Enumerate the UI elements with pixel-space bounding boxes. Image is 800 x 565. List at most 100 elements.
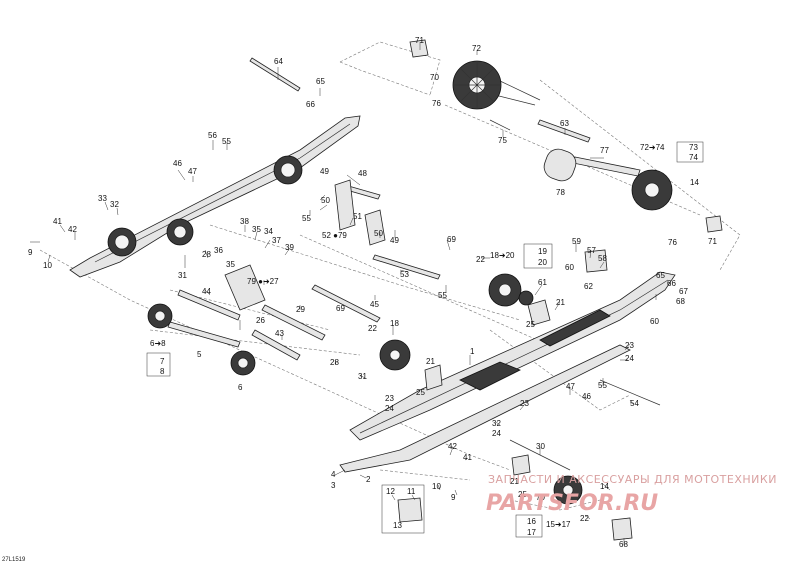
bracket-62: [527, 299, 551, 326]
bracket-21: [424, 364, 443, 391]
label-9-lower: 9: [451, 493, 456, 502]
label-42-lower: 42: [448, 442, 457, 451]
label-38: 38: [240, 217, 249, 226]
label-9-top: 9: [28, 248, 33, 257]
label-61: 61: [538, 278, 547, 287]
label-34: 34: [264, 227, 273, 236]
label-46-top: 46: [173, 159, 182, 168]
shafts: [167, 57, 661, 471]
label-67: 67: [679, 287, 688, 296]
label-75: 75: [498, 136, 507, 145]
label-11: 11: [407, 487, 416, 496]
block-71-right: [705, 215, 723, 233]
shaft-53: [372, 254, 441, 280]
label-25-right: 25: [526, 320, 535, 329]
label-7: 7: [160, 357, 165, 366]
label-1: 1: [470, 347, 475, 356]
label-22-right: 22: [476, 255, 485, 264]
label-68-right: 68: [676, 297, 685, 306]
label-49-right: 49: [390, 236, 399, 245]
label-35-top: 35: [252, 225, 261, 234]
label-76-right: 76: [668, 238, 677, 247]
label-70-top: 70: [430, 73, 439, 82]
label-71-right: 71: [708, 237, 717, 246]
wheels: [147, 60, 673, 505]
label-70-lower: 70: [536, 493, 545, 502]
bracket-51-left: [334, 179, 356, 231]
callout-18-20: 18➜20: [490, 251, 515, 260]
main-slide-rail: [339, 271, 676, 473]
label-33: 33: [98, 194, 107, 203]
upper-slide-rail: [69, 115, 361, 278]
label-48: 48: [358, 169, 367, 178]
brackets: [224, 39, 723, 541]
label-18-mid: 18: [390, 319, 399, 328]
block-71-top: [409, 39, 429, 58]
label-55-top: 55: [222, 137, 231, 146]
label-28-mid: 28: [330, 358, 339, 367]
part-number-labels: 64 65 66 71 72 70 76 63 75 77 78 72➜74 7…: [28, 36, 717, 549]
bracket-25: [511, 454, 531, 476]
label-17: 17: [527, 528, 536, 537]
label-31-top: 31: [178, 271, 187, 280]
leader-lines: [30, 42, 657, 545]
spacer-78: [543, 148, 577, 182]
label-54: 54: [630, 399, 639, 408]
callout-72-74: 72➜74: [640, 143, 665, 152]
label-65-right: 65: [656, 271, 665, 280]
label-57: 57: [587, 246, 596, 255]
label-55-lower: 55: [598, 381, 607, 390]
label-65: 65: [316, 77, 325, 86]
label-24-lower: 24: [492, 429, 501, 438]
label-76-top: 76: [432, 99, 441, 108]
watermark: ЗАПЧАСТИ И АКСЕССУАРЫ ДЛЯ МОТОТЕХНИКИ PA…: [486, 473, 777, 516]
label-41: 41: [53, 217, 62, 226]
label-39: 39: [285, 243, 294, 252]
bracket-51-right: [364, 209, 386, 246]
label-25-lower: 25: [518, 490, 527, 499]
shaft-29: [261, 304, 326, 341]
label-77: 77: [600, 146, 609, 155]
label-69-right: 69: [447, 235, 456, 244]
label-62: 62: [584, 282, 593, 291]
watermark-logo: PARTSFOR.RU: [486, 491, 658, 516]
label-47-top: 47: [188, 167, 197, 176]
label-21-lower: 21: [510, 477, 519, 486]
label-36: 36: [214, 246, 223, 255]
label-73: 73: [689, 143, 698, 152]
label-5: 5: [197, 350, 202, 359]
watermark-tagline: ЗАПЧАСТИ И АКСЕССУАРЫ ДЛЯ МОТОТЕХНИКИ: [488, 473, 777, 486]
label-47-right: 47: [566, 382, 575, 391]
label-69-mid: 69: [336, 304, 345, 313]
arm-26: [224, 264, 266, 311]
label-29: 29: [296, 305, 305, 314]
label-63: 63: [560, 119, 569, 128]
label-46-right: 46: [582, 392, 591, 401]
shaft-45: [311, 284, 381, 323]
label-58: 58: [598, 254, 607, 263]
shaft-75: [489, 79, 541, 131]
label-2: 2: [366, 475, 371, 484]
callout-52-79: 52 ●79: [322, 231, 347, 240]
label-12: 12: [386, 487, 395, 496]
label-22-lower: 22: [580, 514, 589, 523]
shaft-43: [251, 329, 301, 361]
label-30: 30: [536, 442, 545, 451]
bearing-22: [518, 290, 534, 306]
label-55-right: 55: [438, 291, 447, 300]
label-23-lower: 23: [520, 399, 529, 408]
shaft-77: [572, 156, 641, 177]
label-42-top: 42: [68, 225, 77, 234]
assembly-guide-lines: [39, 41, 741, 511]
label-13: 13: [393, 521, 402, 530]
label-24-mid: 24: [385, 404, 394, 413]
label-49-top: 49: [320, 167, 329, 176]
bracket-13: [397, 497, 423, 523]
label-8: 8: [160, 367, 165, 376]
label-32-top: 32: [110, 200, 119, 209]
label-22-mid: 22: [368, 324, 377, 333]
label-66-right: 66: [667, 279, 676, 288]
label-16: 16: [527, 517, 536, 526]
label-25-mid: 25: [416, 388, 425, 397]
